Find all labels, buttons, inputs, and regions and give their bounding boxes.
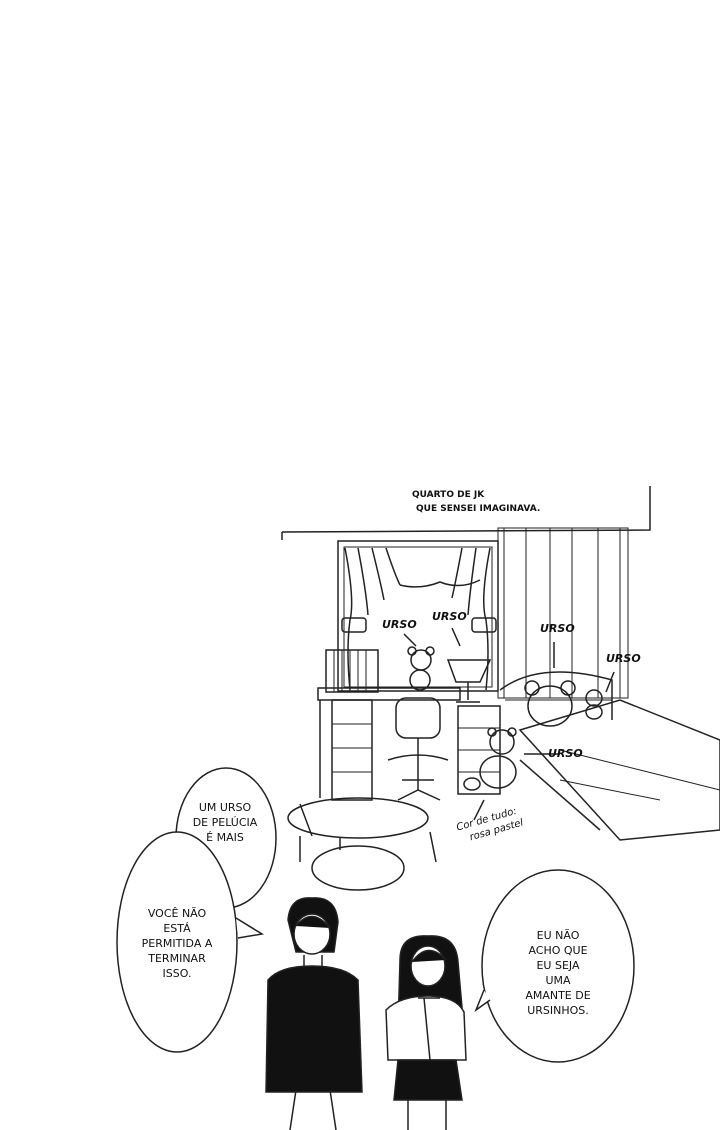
bubble-2-line-5: ISSO. <box>162 967 192 980</box>
teddy-bear-bed <box>527 685 573 727</box>
teddy-bear-floor <box>489 729 515 755</box>
book-stack <box>325 649 379 693</box>
label-urso-desk-bear: URSO <box>382 618 417 631</box>
curtain-left <box>344 547 353 691</box>
bubble-1-line-2: DE PELÚCIA <box>192 816 258 829</box>
speech-bubble-2 <box>116 831 238 1053</box>
bubble-3-line-3: EU SEJA <box>536 959 580 972</box>
bear-cushion <box>311 845 405 891</box>
arrow-small-bear <box>605 671 615 693</box>
low-table <box>287 797 429 839</box>
bubble-1-line-1: UM URSO <box>198 801 252 814</box>
bubble-2-line-2: ESTÁ <box>163 922 191 935</box>
speech-bubble-1-text: UM URSO DE PELÚCIA É MAIS <box>190 800 260 845</box>
lamp-shade <box>446 659 492 683</box>
bed-headboard <box>499 671 613 720</box>
ceiling-line <box>281 486 651 533</box>
bubble-2-line-1: VOCÊ NÃO <box>147 907 207 920</box>
arrow-desk-bear <box>403 633 417 647</box>
label-urso-bed-bear: URSO <box>540 622 575 635</box>
bubble-3-line-5: AMANTE DE <box>525 989 591 1002</box>
curtain-right <box>483 547 491 691</box>
speech-bubble-3 <box>481 869 635 1063</box>
speech-bubble-2-text: VOCÊ NÃO ESTÁ PERMITIDA A TERMINAR ISSO. <box>132 906 222 981</box>
caption-line-2: QUE SENSEI IMAGINAVA. <box>416 504 541 514</box>
teddy-bear-small <box>585 689 603 707</box>
bubble-3-line-2: ACHO QUE <box>528 944 588 957</box>
bubble-2-line-3: PERMITIDA A <box>141 937 213 950</box>
teddy-bear-desk <box>410 649 432 671</box>
desk-chair <box>395 697 441 739</box>
arrow-lamp <box>451 627 461 647</box>
character-girl <box>385 935 467 1130</box>
label-urso-floor-bear: URSO <box>548 747 583 760</box>
bed-blanket <box>518 699 720 841</box>
bubble-3-line-6: URSINHOS. <box>527 1004 589 1017</box>
caption-line-1: QUARTO DE JK <box>412 490 485 500</box>
bubble-3-line-1: EU NÃO <box>536 929 580 942</box>
bubble-1-line-3: É MAIS <box>206 831 244 844</box>
bubble-2-line-4: TERMINAR <box>148 952 206 965</box>
character-boy <box>265 897 363 1130</box>
bubble-3-line-4: UMA <box>545 974 571 987</box>
speech-bubble-3-text: EU NÃO ACHO QUE EU SEJA UMA AMANTE DE UR… <box>508 928 608 1018</box>
label-urso-small-bear: URSO <box>606 652 641 665</box>
wallpaper-stripe <box>503 527 527 699</box>
label-urso-lamp: URSO <box>432 610 467 623</box>
desk-top <box>317 687 461 701</box>
caption-box: QUARTO DE JK QUE SENSEI IMAGINAVA. <box>412 488 552 516</box>
